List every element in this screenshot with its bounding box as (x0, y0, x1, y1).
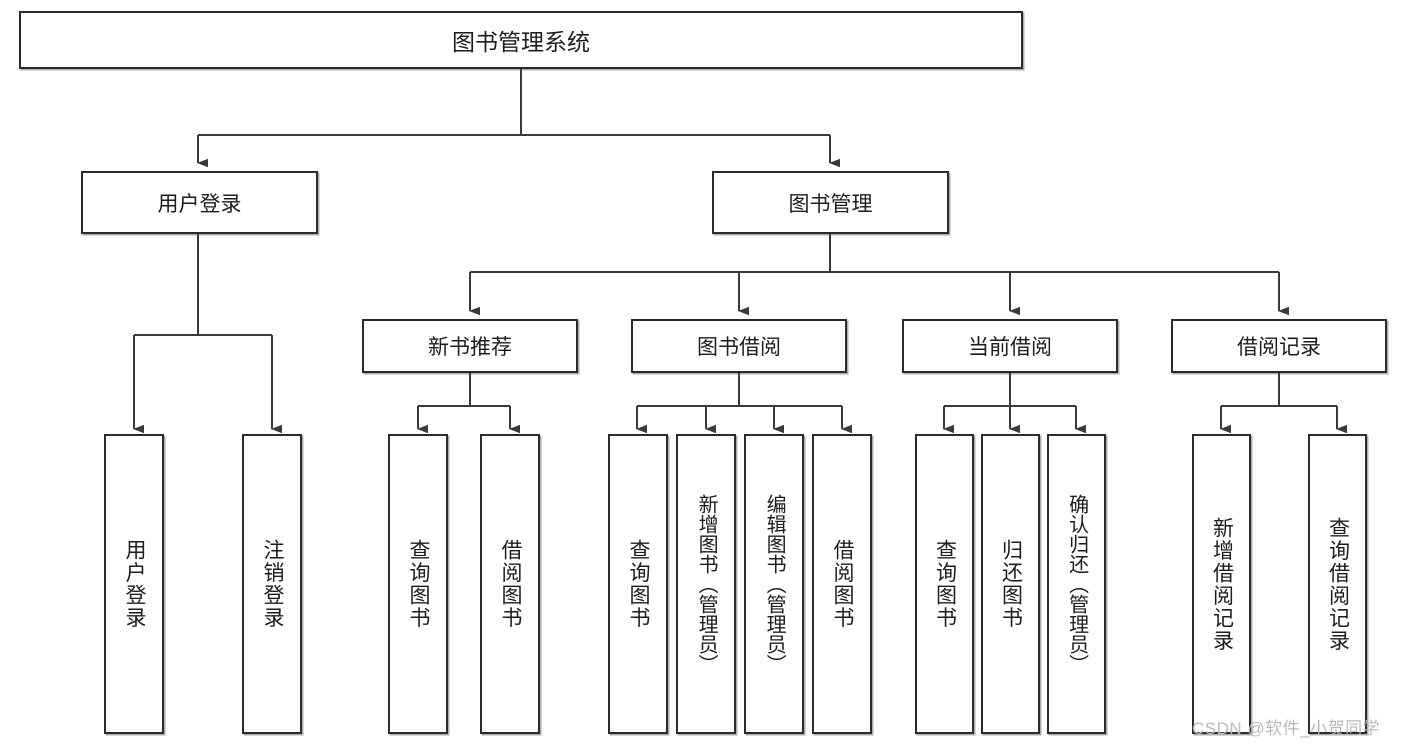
leaf-edit-book[interactable]: 编辑图书（管理员） (744, 434, 804, 734)
node-user-login[interactable]: 用户登录 (81, 171, 318, 234)
leaf-query-book-2[interactable]: 查询图书 (608, 434, 668, 734)
leaf-query-record-label: 查询借阅记录 (1326, 516, 1350, 652)
leaf-return-book[interactable]: 归还图书 (981, 434, 1040, 734)
leaf-add-book[interactable]: 新增图书（管理员） (676, 434, 736, 734)
node-current-borrow[interactable]: 当前借阅 (902, 319, 1118, 373)
node-borrow-record-label: 借阅记录 (1237, 336, 1321, 359)
node-book-borrow[interactable]: 图书借阅 (631, 319, 847, 373)
node-current-borrow-label: 当前借阅 (968, 336, 1052, 359)
leaf-return-book-label: 归还图书 (999, 539, 1023, 629)
leaf-confirm-return-label: 确认归还（管理员） (1065, 494, 1088, 674)
leaf-query-book-1[interactable]: 查询图书 (388, 434, 448, 734)
leaf-edit-book-label: 编辑图书（管理员） (763, 494, 786, 674)
leaf-borrow-book-1[interactable]: 借阅图书 (480, 434, 540, 734)
node-new-book-recommend-label: 新书推荐 (428, 336, 512, 359)
leaf-query-book-2-label: 查询图书 (626, 539, 650, 629)
node-book-borrow-label: 图书借阅 (697, 336, 781, 359)
leaf-add-record[interactable]: 新增借阅记录 (1192, 434, 1251, 734)
node-root-label: 图书管理系统 (452, 29, 590, 55)
leaf-confirm-return[interactable]: 确认归还（管理员） (1047, 434, 1106, 734)
leaf-add-book-label: 新增图书（管理员） (695, 494, 718, 674)
leaf-query-book-1-label: 查询图书 (406, 539, 430, 629)
leaf-query-record[interactable]: 查询借阅记录 (1308, 434, 1367, 734)
csdn-watermark: CSDN @软件_小贺同学 (1192, 719, 1381, 738)
leaf-add-record-label: 新增借阅记录 (1210, 516, 1234, 652)
leaf-user-login[interactable]: 用户登录 (104, 434, 164, 734)
leaf-query-book-3[interactable]: 查询图书 (915, 434, 974, 734)
leaf-borrow-book-1-label: 借阅图书 (498, 539, 522, 629)
node-book-manage[interactable]: 图书管理 (712, 171, 949, 234)
leaf-query-book-3-label: 查询图书 (933, 539, 957, 629)
leaf-borrow-book-2[interactable]: 借阅图书 (812, 434, 872, 734)
leaf-user-logout-label: 注销登录 (260, 539, 284, 629)
leaf-user-logout[interactable]: 注销登录 (242, 434, 302, 734)
leaf-user-login-label: 用户登录 (122, 539, 146, 629)
node-book-manage-label: 图书管理 (788, 192, 873, 216)
node-user-login-label: 用户登录 (157, 192, 242, 216)
node-borrow-record[interactable]: 借阅记录 (1171, 319, 1387, 373)
node-root[interactable]: 图书管理系统 (19, 11, 1023, 69)
node-new-book-recommend[interactable]: 新书推荐 (362, 319, 578, 373)
leaf-borrow-book-2-label: 借阅图书 (830, 539, 854, 629)
